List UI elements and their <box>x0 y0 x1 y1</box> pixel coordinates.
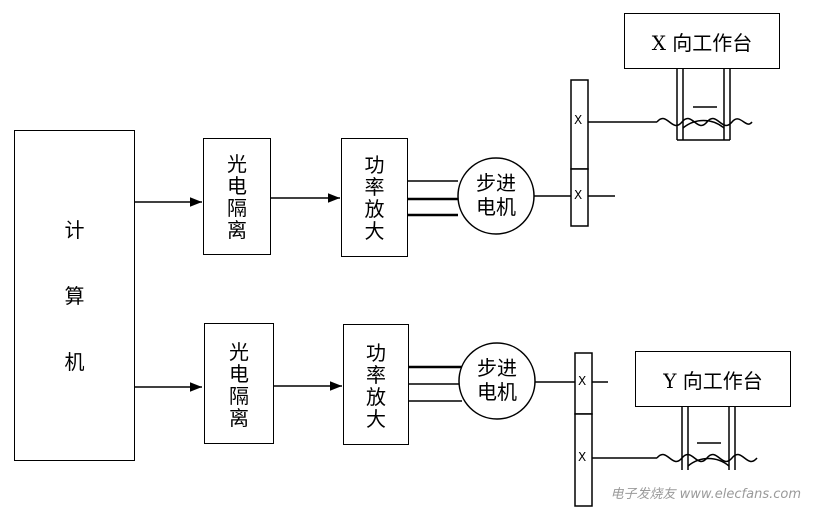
y-power-amplifier-block: 功 率 放 大 <box>343 324 409 445</box>
y-power-amplifier-label: 功 率 放 大 <box>366 341 386 431</box>
x-optical-isolation-block: 光 电 隔 离 <box>203 138 271 255</box>
y-stepper-motor-circle <box>458 342 536 420</box>
x-gear-mark-lower: X <box>574 188 583 202</box>
y-worktable-label: Y 向工作台 <box>663 368 763 393</box>
x-worktable-block: X 向工作台 <box>624 13 780 69</box>
y-optical-isolation-label: 光 电 隔 离 <box>229 340 249 430</box>
watermark: 电子发烧友 www.elecfans.com <box>610 487 801 502</box>
x-worktable-label: X 向工作台 <box>651 30 753 55</box>
y-phase-lines <box>409 365 462 402</box>
computer-label: 计 算 机 <box>64 218 85 374</box>
y-gear-stack <box>574 352 593 507</box>
x-phase-lines <box>407 180 458 217</box>
y-gear-mark-lower: X <box>578 450 587 464</box>
y-nut-support <box>681 406 736 470</box>
y-stepper-motor-label: 步进 电机 <box>477 356 517 404</box>
computer-block: 计 算 机 <box>14 130 135 461</box>
x-nut-support <box>676 68 731 141</box>
x-power-amplifier-label: 功 率 放 大 <box>364 153 385 243</box>
x-gear-stack <box>570 79 589 227</box>
y-optical-isolation-block: 光 电 隔 离 <box>204 323 274 444</box>
y-gear-mark-upper: X <box>578 374 587 388</box>
x-stepper-motor-label: 步进 电机 <box>476 171 516 219</box>
y-worktable-block: Y 向工作台 <box>635 351 791 407</box>
x-lead-screw-thread <box>656 117 753 127</box>
x-gear-mark-upper: X <box>574 113 583 127</box>
x-power-amplifier-block: 功 率 放 大 <box>341 138 408 257</box>
x-optical-isolation-label: 光 电 隔 离 <box>227 152 247 242</box>
